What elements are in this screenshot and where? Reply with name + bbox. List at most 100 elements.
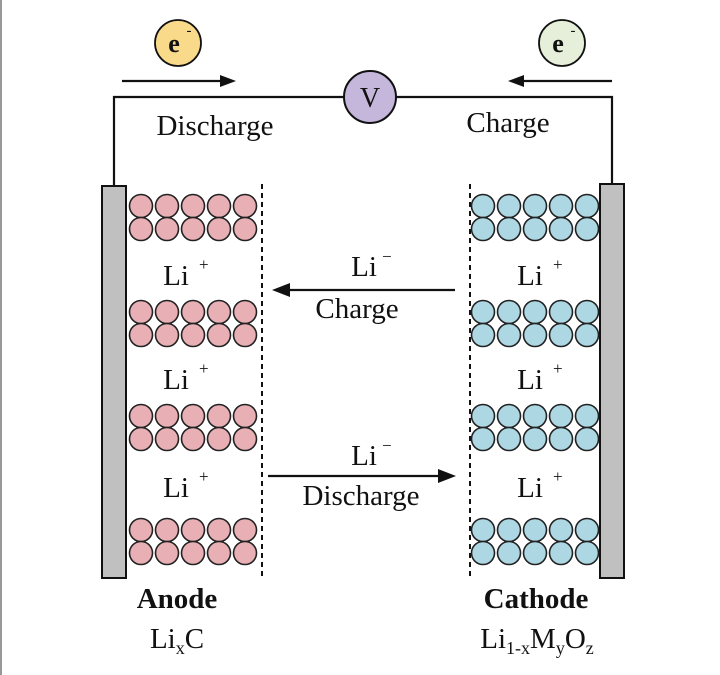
anode-sphere	[128, 540, 154, 566]
cathode-sphere	[496, 426, 522, 452]
cathode-title: Cathode	[484, 583, 589, 615]
charge-ion-arrow: Li − Charge	[272, 247, 455, 325]
cathode-sphere	[522, 517, 548, 543]
cathode-sphere	[548, 403, 574, 429]
cathode-current-collector	[599, 183, 625, 579]
anode-layer	[128, 193, 258, 242]
anode-title: Anode	[137, 583, 218, 615]
cathode-ion-text: Li	[517, 260, 543, 292]
cathode-formula-sub: y	[556, 638, 565, 658]
cathode-sphere	[496, 299, 522, 325]
anode-sphere	[128, 426, 154, 452]
cathode-layer	[470, 517, 600, 566]
electron-left: e -	[154, 19, 202, 67]
left-wire	[112, 95, 344, 186]
cathode-sphere	[522, 540, 548, 566]
cathode-sphere	[548, 216, 574, 242]
cathode-sphere	[548, 322, 574, 348]
anode-sphere	[206, 403, 232, 429]
anode-sphere	[154, 517, 180, 543]
cathode-sphere	[496, 216, 522, 242]
cathode-sphere	[548, 299, 574, 325]
charge-electron-arrowhead	[508, 75, 524, 87]
cathode-sphere	[470, 299, 496, 325]
anode-sphere	[180, 299, 206, 325]
anode-sphere	[154, 322, 180, 348]
cathode-ion-label-1: Li +	[517, 255, 562, 292]
cathode-ion-sign: +	[553, 255, 563, 274]
anode-sphere	[154, 403, 180, 429]
cathode-formula: Li1-xMyOz	[480, 623, 594, 658]
cathode-sphere	[522, 193, 548, 219]
anode-ion-label-2: Li +	[163, 359, 208, 396]
cathode-sphere	[522, 322, 548, 348]
cathode-formula-part: O	[565, 623, 586, 655]
anode-ion-text: Li	[163, 472, 189, 504]
anode-sphere	[206, 299, 232, 325]
cathode-sphere	[496, 193, 522, 219]
cathode-layer	[470, 403, 600, 452]
discharge-ion-symbol: Li	[351, 440, 377, 472]
cathode-sphere	[470, 403, 496, 429]
charge-direction-label: Charge	[466, 107, 549, 139]
anode-sphere	[180, 426, 206, 452]
electron-left-circle	[154, 19, 202, 67]
cathode-sphere	[470, 540, 496, 566]
anode-sphere	[232, 216, 258, 242]
anode-sphere	[128, 517, 154, 543]
cathode-ion-text: Li	[517, 364, 543, 396]
cathode-sphere	[470, 216, 496, 242]
anode-ion-label-1: Li +	[163, 255, 208, 292]
anode-sphere	[232, 403, 258, 429]
cathode-sphere	[574, 517, 600, 543]
anode-current-collector	[101, 185, 127, 579]
cathode-sphere	[548, 426, 574, 452]
anode-sphere	[206, 426, 232, 452]
anode-ion-text: Li	[163, 260, 189, 292]
cathode-formula-part: M	[530, 623, 556, 655]
cathode-sphere	[496, 517, 522, 543]
cathode-formula-sub: 1-x	[506, 638, 530, 658]
anode-sphere	[206, 322, 232, 348]
electron-right-circle	[538, 19, 586, 67]
charge-ion-label: Charge	[315, 293, 398, 325]
electron-right: e -	[538, 19, 586, 67]
charge-ion-arrowhead	[272, 283, 290, 297]
anode-sphere	[232, 517, 258, 543]
cathode-sphere	[470, 193, 496, 219]
anode-sphere	[232, 193, 258, 219]
cathode-sphere	[522, 216, 548, 242]
anode-sphere	[180, 216, 206, 242]
cathode-ion-label-2: Li +	[517, 359, 562, 396]
cathode-sphere	[574, 540, 600, 566]
discharge-direction-label: Discharge	[156, 110, 273, 142]
discharge-ion-arrowhead	[438, 469, 456, 483]
anode-sphere	[128, 322, 154, 348]
anode-sphere	[180, 517, 206, 543]
anode-sphere	[180, 540, 206, 566]
cathode-sphere	[496, 540, 522, 566]
cathode-sphere	[522, 299, 548, 325]
charge-ion-symbol: Li	[351, 251, 377, 283]
anode-sphere	[154, 216, 180, 242]
anode-sphere	[206, 517, 232, 543]
anode-sphere	[206, 540, 232, 566]
anode-sphere	[128, 216, 154, 242]
cathode-ion-label-3: Li +	[517, 467, 562, 504]
anode-sphere	[180, 322, 206, 348]
cathode-sphere	[470, 426, 496, 452]
cathode-sphere	[496, 403, 522, 429]
anode-sphere	[206, 216, 232, 242]
electron-left-symbol: e	[168, 29, 180, 58]
cathode-sphere	[522, 403, 548, 429]
cathode-layer	[470, 193, 600, 242]
anode-layer	[128, 517, 258, 566]
anode-formula-sub: x	[176, 638, 185, 658]
anode-ion-text: Li	[163, 364, 189, 396]
anode-layer	[128, 403, 258, 452]
electron-left-sign: -	[187, 23, 192, 39]
anode-sphere	[180, 193, 206, 219]
external-circuit	[112, 95, 614, 186]
voltmeter: V	[343, 70, 397, 124]
